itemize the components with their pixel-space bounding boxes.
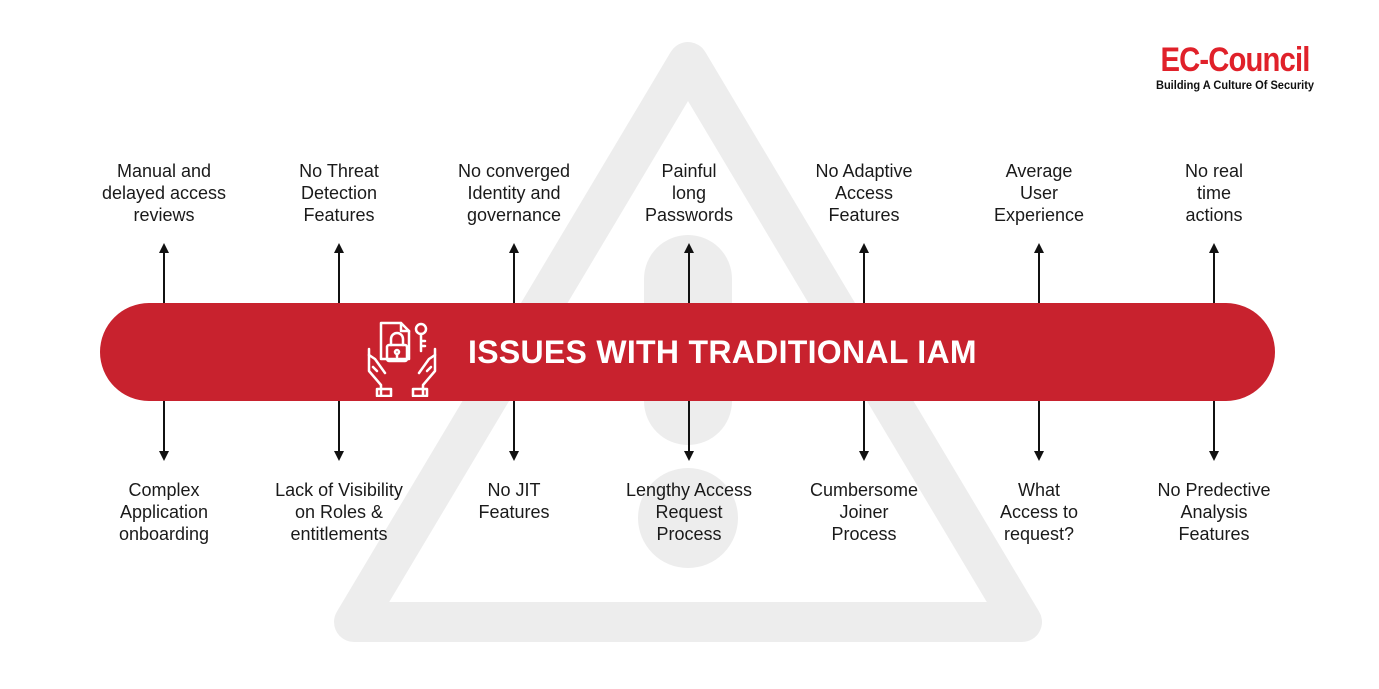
issue-label-bottom-7: No Predective Analysis Features: [1157, 480, 1271, 544]
issue-label-bottom-4: Lengthy Access Request Process: [625, 480, 753, 544]
issue-label-top-4: Painful long Passwords: [644, 161, 734, 225]
issue-label-top-1: Manual and delayed access reviews: [101, 161, 227, 225]
hands-lock-key-icon: [367, 321, 437, 397]
issue-label-bottom-2: Lack of Visibility on Roles & entitlemen…: [275, 480, 403, 544]
logo-name: EC-Council: [1160, 41, 1311, 79]
issue-label-bottom-5: Cumbersome Joiner Process: [809, 480, 919, 544]
logo-tagline: Building A Culture Of Security: [1155, 78, 1315, 92]
issue-label-top-6: Average User Experience: [993, 161, 1085, 225]
issue-label-bottom-6: What Access to request?: [999, 480, 1079, 544]
iam-issues-banner: ISSUES WITH TRADITIONAL IAM: [100, 303, 1275, 401]
issue-label-top-2: No Threat Detection Features: [299, 161, 379, 225]
ec-council-logo: EC-Council Building A Culture Of Securit…: [1130, 40, 1340, 92]
issue-label-top-5: No Adaptive Access Features: [815, 161, 913, 225]
issue-label-bottom-3: No JIT Features: [478, 480, 550, 522]
issue-label-top-3: No converged Identity and governance: [457, 161, 571, 225]
banner-title: ISSUES WITH TRADITIONAL IAM: [468, 334, 977, 370]
issue-label-top-7: No real time actions: [1184, 161, 1244, 225]
issue-label-bottom-1: Complex Application onboarding: [118, 480, 210, 544]
